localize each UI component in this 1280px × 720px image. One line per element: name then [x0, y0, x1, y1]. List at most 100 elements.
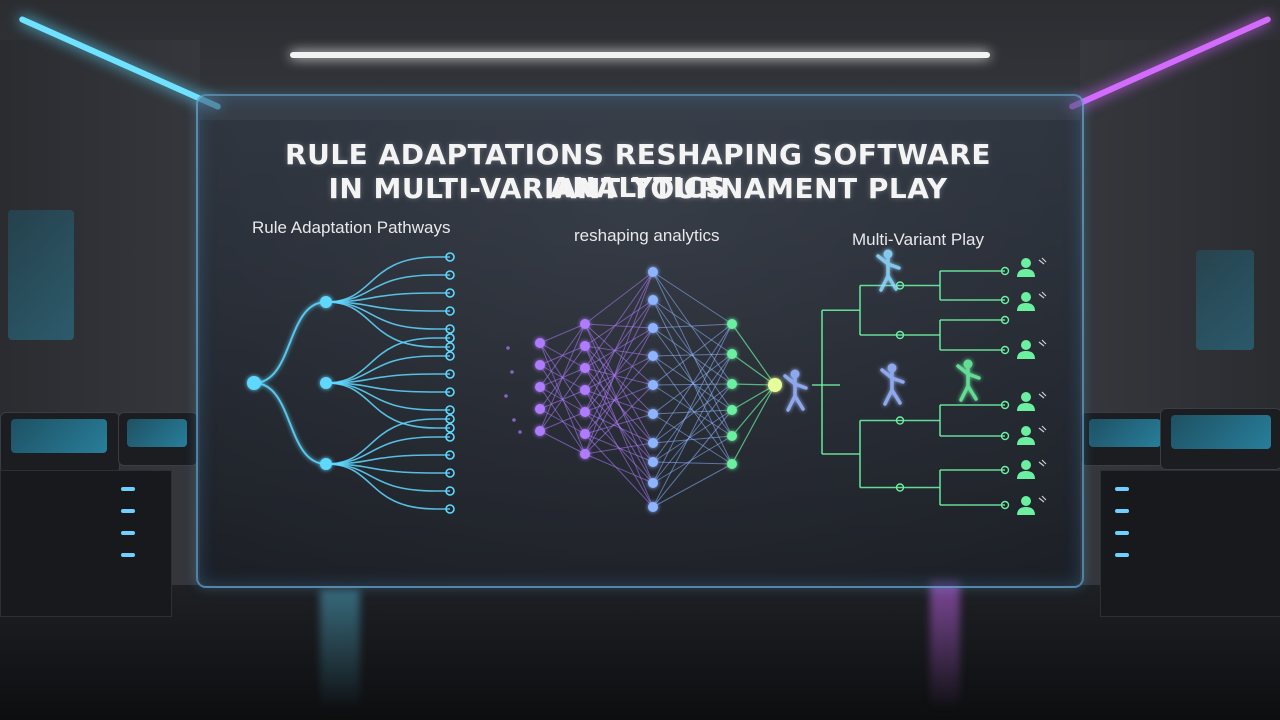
nn-connection: [584, 345, 654, 357]
nn-node: [727, 405, 737, 415]
athlete-body: [783, 374, 808, 412]
player-avatar-icon: [1017, 339, 1047, 359]
athlete-body: [956, 364, 981, 402]
nn-connection: [731, 384, 776, 411]
bracket-leaf-node: [1000, 431, 1010, 441]
nn-node: [580, 319, 590, 329]
console-left-2: [118, 412, 198, 466]
nn-connection: [584, 323, 654, 329]
nn-connection: [584, 345, 654, 415]
nn-node: [727, 459, 737, 469]
nn-node: [727, 379, 737, 389]
nn-connection: [731, 353, 776, 386]
rack-led: [1115, 531, 1129, 535]
nn-node: [535, 426, 545, 436]
player-avatar-head: [1021, 460, 1031, 470]
nn-connection: [584, 442, 654, 455]
tournament-bracket: [783, 249, 1047, 515]
player-avatar-mark: [1038, 391, 1047, 399]
tree-leaf-branch: [325, 301, 450, 348]
tree-leaf-branch: [325, 382, 450, 411]
player-avatar-icon: [1017, 391, 1047, 411]
player-avatar-body: [1017, 437, 1035, 445]
player-avatar-icon: [1017, 459, 1047, 479]
nn-connection: [539, 411, 586, 432]
athlete-head: [963, 359, 973, 369]
tree-root-node: [247, 376, 261, 390]
rack-led: [1115, 553, 1129, 557]
nn-particle: [512, 418, 516, 422]
nn-connection: [731, 323, 776, 386]
athlete-body: [876, 254, 901, 292]
nn-node: [535, 404, 545, 414]
tree-leaf-node: [445, 387, 455, 397]
nn-connection: [652, 383, 733, 444]
nn-connection: [584, 299, 654, 391]
tree-leaf-branch: [325, 337, 450, 384]
player-avatar-mark: [1038, 459, 1047, 467]
nn-node: [535, 382, 545, 392]
nn-connection: [584, 389, 654, 463]
tree-leaf-node: [445, 351, 455, 361]
player-avatar-head: [1021, 496, 1031, 506]
nn-connection: [652, 323, 733, 386]
player-avatar-head: [1021, 426, 1031, 436]
bracket-leaf-node: [1000, 345, 1010, 355]
nn-connection: [584, 355, 654, 391]
nn-node: [648, 409, 658, 419]
nn-connection: [539, 386, 586, 455]
nn-connection: [652, 383, 733, 484]
tree-leaf-node: [445, 405, 455, 415]
nn-connection: [584, 299, 654, 435]
tree-leaf-branch: [325, 436, 450, 465]
nn-connection: [731, 384, 776, 465]
tree-leaf-node: [445, 432, 455, 442]
nn-connection: [584, 323, 654, 444]
nn-connection: [584, 355, 654, 435]
nn-node: [648, 502, 658, 512]
nn-node: [727, 349, 737, 359]
athlete-head: [790, 369, 800, 379]
bracket-leaf-node: [1000, 500, 1010, 510]
nn-connection: [652, 299, 733, 355]
rack-led: [1115, 487, 1129, 491]
nn-connection: [539, 367, 586, 432]
nn-particle: [518, 430, 522, 434]
athlete-head: [887, 363, 897, 373]
player-avatar-head: [1021, 392, 1031, 402]
nn-connection: [652, 323, 733, 329]
tree-leaf-node: [445, 333, 455, 343]
bracket-leaf-node: [1000, 295, 1010, 305]
holographic-display-panel: [196, 94, 1084, 588]
nn-connection: [584, 411, 654, 444]
bracket-leaf-node: [1000, 266, 1010, 276]
nn-connection: [652, 353, 733, 508]
athlete-head: [883, 249, 893, 259]
tree-leaf-node: [445, 486, 455, 496]
analytics-neural-network: [504, 267, 782, 512]
athlete-hologram-icon: [956, 359, 981, 402]
tree-leaf-node: [445, 450, 455, 460]
bracket-leaf-node: [1000, 400, 1010, 410]
nn-connection: [584, 453, 654, 484]
athlete-hologram-icon: [876, 249, 901, 292]
nn-particle: [504, 394, 508, 398]
nn-node: [648, 478, 658, 488]
tree-leaf-node: [445, 414, 455, 424]
rack-led: [121, 553, 135, 557]
tree-leaf-node: [445, 270, 455, 280]
console-right: [1080, 412, 1172, 466]
nn-node: [535, 338, 545, 348]
nn-connection: [584, 299, 654, 347]
player-avatar-head: [1021, 258, 1031, 268]
player-avatar-head: [1021, 340, 1031, 350]
wall-screen-right: [1196, 250, 1254, 350]
tree-leaf-node: [445, 342, 455, 352]
bracket-leaf-node: [1000, 315, 1010, 325]
nn-connection: [539, 323, 586, 344]
tree-leaf-branch: [325, 382, 450, 429]
nn-connection: [652, 353, 733, 463]
player-avatar-icon: [1017, 425, 1047, 445]
tree-leaf-branch: [325, 463, 450, 510]
